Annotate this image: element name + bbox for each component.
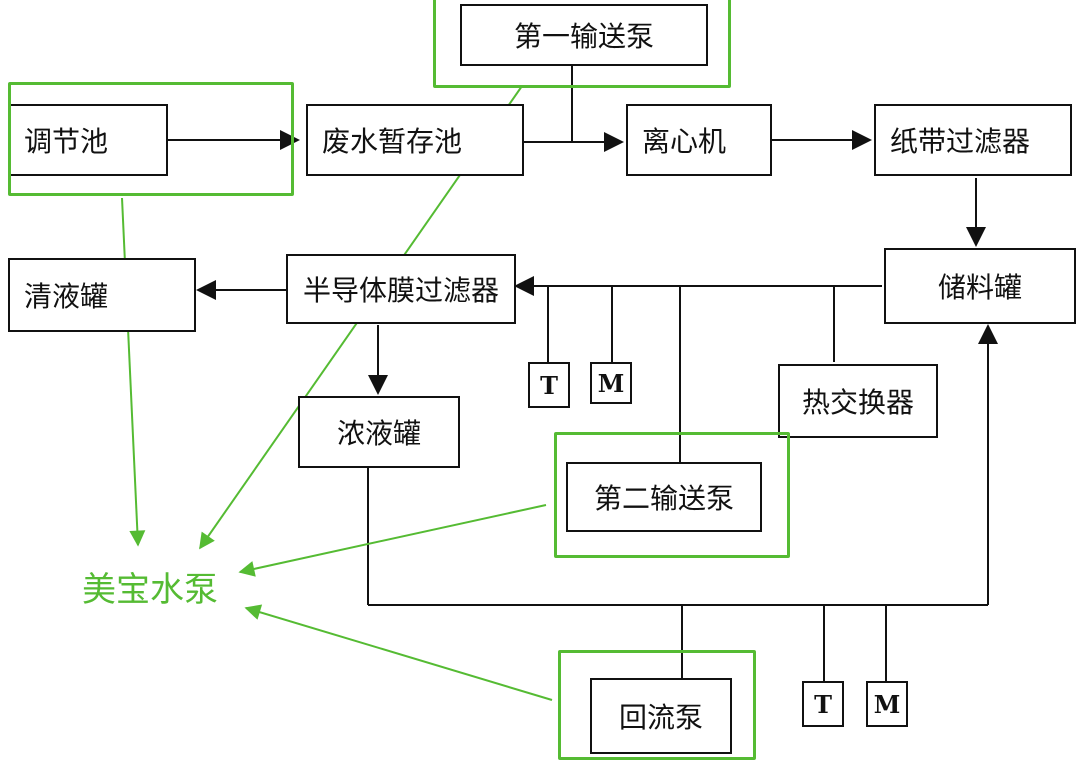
meter-2: M — [866, 681, 908, 727]
callout-line-regulating-tank — [121, 197, 146, 547]
wastewater-tank-box: 废水暂存池 — [306, 104, 524, 176]
pump2-box: 第二输送泵 — [566, 462, 762, 532]
temperature-sensor-1: T — [528, 362, 570, 408]
clear-tank-box: 清液罐 — [8, 258, 196, 332]
membrane-filter-box: 半导体膜过滤器 — [286, 254, 516, 324]
highlight-regulating-tank — [8, 82, 294, 196]
storage-tank-box: 储料罐 — [884, 248, 1076, 324]
callout-line-pump2 — [238, 504, 547, 577]
regulating-tank-box: 调节池 — [8, 104, 168, 176]
highlight-pump2 — [554, 432, 790, 558]
callout-label: 美宝水泵 — [82, 570, 218, 610]
callout-line-reflux-pump — [244, 604, 553, 701]
paper-filter-box: 纸带过滤器 — [874, 104, 1072, 176]
temperature-sensor-2: T — [802, 681, 844, 727]
highlight-pump1 — [433, 0, 731, 88]
concentrate-tank-box: 浓液罐 — [298, 396, 460, 468]
centrifuge-box: 离心机 — [626, 104, 772, 176]
reflux-pump-box: 回流泵 — [590, 678, 732, 754]
meter-1: M — [590, 362, 632, 404]
heat-exchanger-box: 热交换器 — [778, 364, 938, 438]
highlight-reflux-pump — [558, 650, 756, 760]
pump1-box: 第一输送泵 — [460, 4, 708, 66]
